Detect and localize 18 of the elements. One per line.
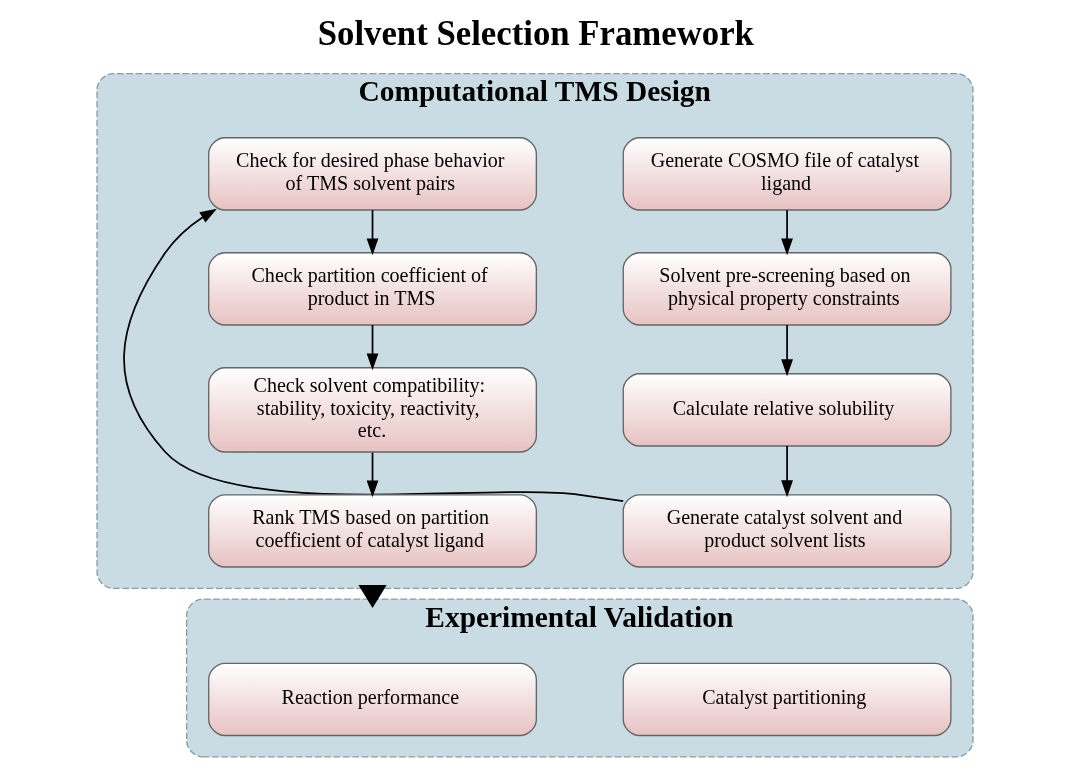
arrow	[366, 451, 379, 498]
arrow	[366, 209, 379, 256]
node-box: Solvent pre-screening based on physical property constraints	[622, 252, 952, 326]
node-box: Generate COSMO file of catalyst ligand	[622, 137, 952, 211]
node-box: Calculate relative solubility	[622, 373, 952, 447]
arrow	[123, 208, 625, 502]
node-box: Generate catalyst solvent and product solvent lists	[622, 494, 952, 568]
node-box: Rank TMS based on partition coefficient of catalyst ligand	[208, 494, 537, 568]
node-box: Check for desired phase behavior of TMS solvent pairs	[208, 137, 537, 211]
arrow	[366, 324, 379, 371]
arrow	[781, 209, 793, 256]
node-box: Check solvent compatibility: stability, toxicity, reactivity, etc.	[208, 367, 537, 453]
node-box: Check partition coefficient of product in TMS	[208, 252, 537, 326]
diagram-title: Solvent Selection Framework	[317, 14, 754, 54]
node-box: Reaction performance	[208, 662, 537, 737]
node-box: Catalyst partitioning	[622, 662, 952, 737]
arrow	[781, 324, 793, 377]
arrow	[781, 445, 793, 498]
